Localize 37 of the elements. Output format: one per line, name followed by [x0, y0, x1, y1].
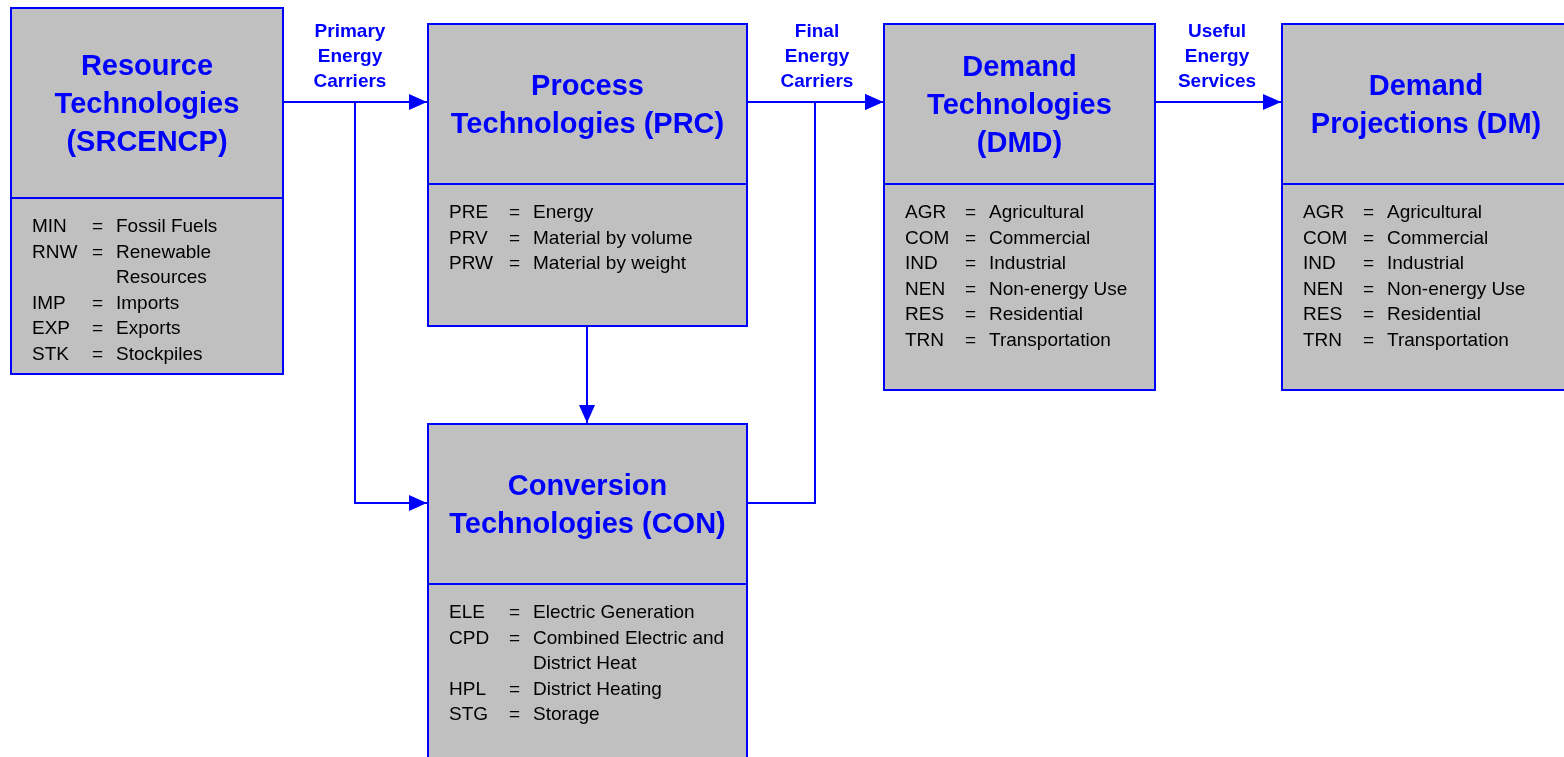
definition-line: MIN = Fossil Fuels	[32, 214, 219, 238]
box-heading: Resource Technologies (SRCENCP)	[53, 48, 241, 159]
definition-line: NEN = Non-energy Use	[905, 276, 1129, 301]
definition-line: COM = Commercial	[1303, 225, 1490, 250]
definition-line: IND = Industrial	[905, 251, 1068, 275]
definition-line: IND = Industrial	[1303, 251, 1466, 275]
definition-line: RNW = Renewable Resources	[32, 239, 213, 289]
definition-line: AGR = Agricultural	[1303, 200, 1484, 224]
definition-line: IMP = Imports	[32, 290, 181, 315]
technology-box	[427, 423, 748, 757]
definition-line: EXP = Exports	[32, 316, 182, 340]
definition-line: CPD = Combined Electric and District Heat	[449, 625, 726, 675]
definition-line: HPL = District Heating	[449, 676, 663, 701]
box-heading: Conversion Technologies (CON)	[448, 468, 727, 541]
technology-box	[883, 23, 1156, 391]
box-heading: Demand Technologies (DMD)	[926, 49, 1113, 160]
definition-line: COM = Commercial	[905, 225, 1092, 250]
box-heading: Process Technologies (PRC)	[449, 68, 726, 141]
definition-line: PRE = Energy	[449, 200, 595, 224]
definition-line: PRV = Material by volume	[449, 225, 694, 250]
definition-line: TRN = Transportation	[1303, 327, 1510, 352]
technology-box	[1281, 23, 1564, 391]
box-heading: Demand Projections (DM)	[1309, 68, 1543, 141]
definition-line: RES = Residential	[1303, 302, 1482, 326]
definition-line: STG = Storage	[449, 702, 601, 726]
definition-line: AGR = Agricultural	[905, 200, 1086, 224]
technology-box	[10, 7, 284, 375]
definition-line: PRW = Material by weight	[449, 251, 688, 275]
arrow	[1155, 94, 1282, 110]
definition-line: NEN = Non-energy Use	[1303, 276, 1527, 301]
arrow	[747, 94, 884, 504]
definition-line: TRN = Transportation	[905, 327, 1112, 352]
definition-line: ELE = Electric Generation	[449, 600, 696, 624]
definition-line: STK = Stockpiles	[32, 341, 204, 366]
arrow	[579, 326, 595, 424]
definition-line: RES = Residential	[905, 302, 1084, 326]
technology-box	[427, 23, 748, 327]
